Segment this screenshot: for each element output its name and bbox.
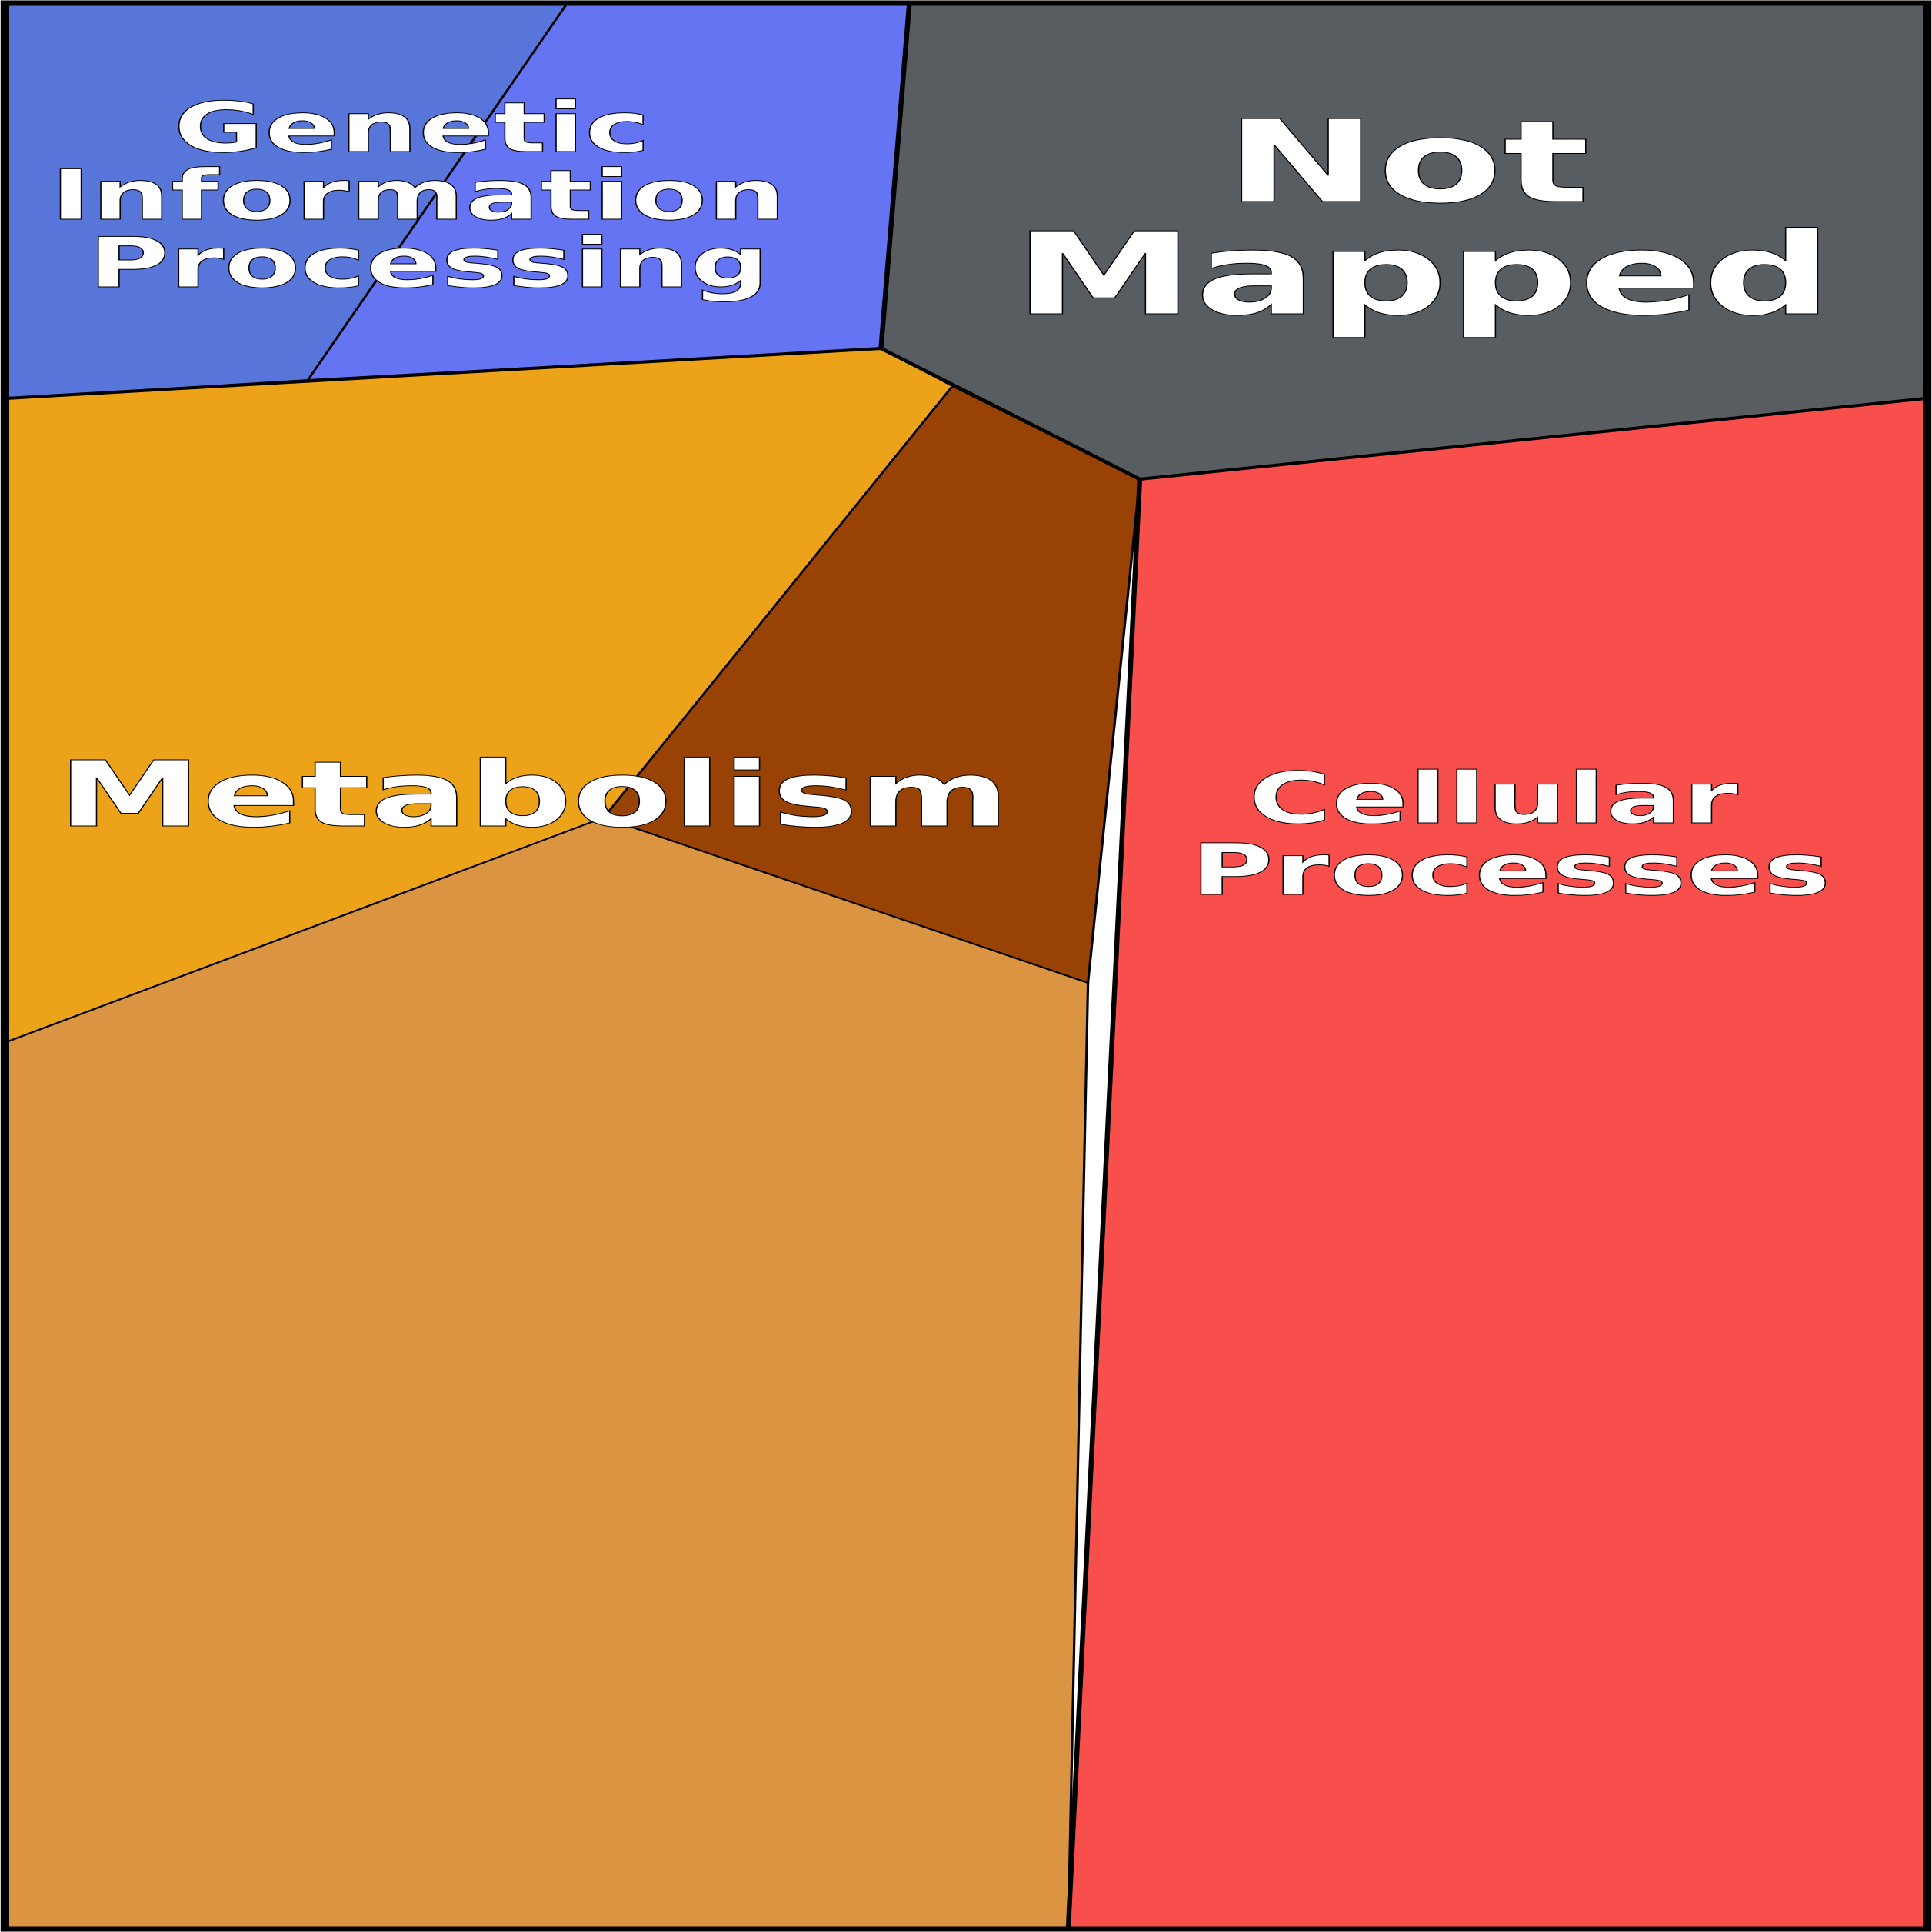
- label-not-mapped: Not Mapped: [1013, 96, 1833, 341]
- label-line: Mapped: [1013, 208, 1833, 341]
- label-line: Processing: [88, 223, 770, 304]
- label-line: Cellular: [1248, 758, 1738, 840]
- cell-cellular-processes: [1067, 397, 1927, 1929]
- label-line: Information: [50, 155, 786, 236]
- label-metabolism: Metabolism: [57, 742, 1009, 848]
- label-line: Not: [1225, 96, 1591, 228]
- category-border: [5, 346, 1927, 481]
- label-line: Genetic: [173, 88, 650, 168]
- cell-metabolism-c: [5, 816, 1090, 1929]
- label-line: Metabolism: [57, 742, 1009, 848]
- category-border: [1065, 478, 1143, 1929]
- label-genetic: Genetic Information Processing: [50, 88, 824, 304]
- label-line: Processes: [1191, 829, 1830, 911]
- label-cellular: Cellular Processes: [1191, 758, 1830, 911]
- category-border: [878, 3, 912, 349]
